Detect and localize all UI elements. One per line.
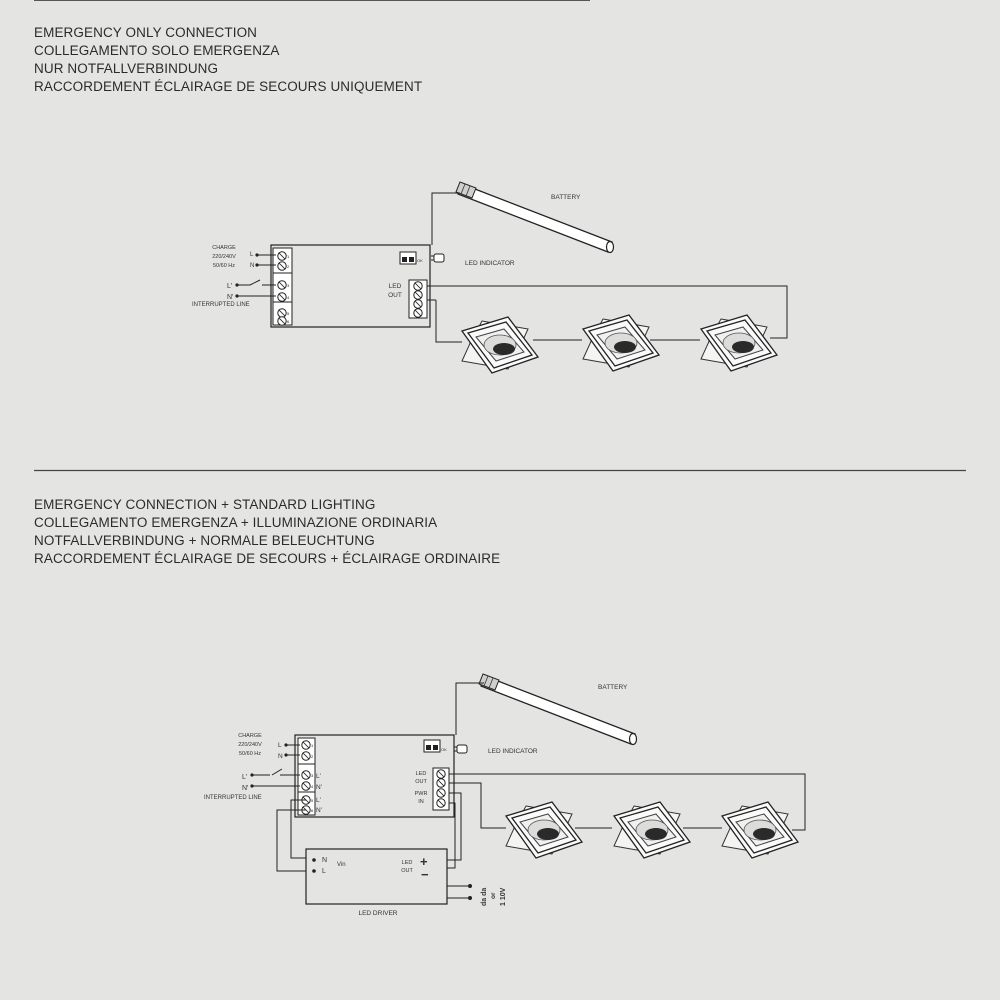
l-label: L xyxy=(250,252,254,258)
l-label-2: L xyxy=(278,742,282,749)
voltage-label-2: 220/240V xyxy=(238,742,262,748)
driver-wire-plus xyxy=(447,792,462,861)
terminal-number: 6 xyxy=(287,319,290,324)
driver-wire-minus xyxy=(447,802,456,869)
ok-label: OK xyxy=(417,258,423,263)
frequency-label-2: 50/60 Hz xyxy=(239,751,261,757)
spotlight-2 xyxy=(582,314,660,372)
led-out-wire-top-2 xyxy=(449,773,806,831)
n-prime-out-label-b: N' xyxy=(316,807,322,814)
section1-heading-en: EMERGENCY ONLY CONNECTION xyxy=(34,25,258,40)
section1-heading-de: NUR NOTFALLVERBINDUNG xyxy=(34,61,219,76)
led-indicator-label-2: LED INDICATOR xyxy=(488,748,538,755)
section2-heading-it: COLLEGAMENTO EMERGENZA + ILLUMINAZIONE O… xyxy=(34,515,438,530)
n-prime-label-2: N' xyxy=(242,785,248,792)
terminal-number: 4 xyxy=(311,784,314,789)
terminal-number: 6 xyxy=(311,808,314,813)
section1-heading: EMERGENCY ONLY CONNECTION COLLEGAMENTO S… xyxy=(34,24,422,96)
terminal-number: 4 xyxy=(287,295,290,300)
led-indicator-2 xyxy=(456,744,468,754)
section2-heading: EMERGENCY CONNECTION + STANDARD LIGHTING… xyxy=(34,496,500,568)
l-prime-out-label-b: L' xyxy=(316,797,321,804)
section1-heading-it: COLLEGAMENTO SOLO EMERGENZA xyxy=(34,43,280,58)
section2-heading-de: NOTFALLVERBINDUNG + NORMALE BELEUCHTUNG xyxy=(34,533,375,548)
battery-wire xyxy=(431,192,460,245)
spotlight-2-1 xyxy=(505,801,583,859)
in-label: IN xyxy=(418,799,424,805)
section2-heading-fr: RACCORDEMENT ÉCLAIRAGE DE SECOURS + ÉCLA… xyxy=(34,551,501,566)
driver-wire-l xyxy=(276,809,306,872)
battery xyxy=(455,181,615,254)
spotlight-2-3 xyxy=(721,801,799,859)
charge-label: CHARGE xyxy=(212,245,236,251)
terminal-number: 5 xyxy=(287,311,290,316)
voltage-label: 220/240V xyxy=(212,254,236,260)
l-prime-label: L' xyxy=(227,283,232,290)
n-label: N xyxy=(250,263,254,269)
driver-plus-label: + xyxy=(420,854,428,869)
led-driver xyxy=(305,848,448,905)
n-label-2: N xyxy=(278,753,283,760)
l-prime-label-2: L' xyxy=(242,774,247,781)
led-out-label-2: OUT xyxy=(388,292,402,299)
driver-l-label: L xyxy=(322,868,326,875)
spotlight-3 xyxy=(700,314,778,372)
spotlight-1 xyxy=(461,316,539,374)
dim-range-label: 1 10V xyxy=(500,887,507,906)
terminal-number: 1 xyxy=(287,254,290,259)
led-out-label-2b: OUT xyxy=(415,779,427,785)
interrupted-line-label: INTERRUPTED LINE xyxy=(192,302,250,308)
vin-label: Vin xyxy=(337,862,346,868)
terminal-number: 3 xyxy=(287,283,290,288)
n-prime-label: N' xyxy=(227,294,233,301)
driver-out-label: OUT xyxy=(401,868,413,874)
driver-n-label: N xyxy=(322,857,327,864)
n-prime-out-label: N' xyxy=(316,784,322,791)
section1-heading-fr: RACCORDEMENT ÉCLAIRAGE DE SECOURS UNIQUE… xyxy=(34,79,423,94)
led-out-wire-bottom-2 xyxy=(449,782,506,829)
frequency-label: 50/60 Hz xyxy=(213,263,235,269)
terminal-number: 5 xyxy=(311,798,314,803)
dimming-label: da da or 1 10V xyxy=(481,887,507,906)
led-out-wire-bottom xyxy=(435,300,462,343)
interrupted-line-label-2: INTERRUPTED LINE xyxy=(204,795,262,801)
diagram-emergency-standard: CHARGE 220/240V 50/60 Hz L N L' N' INTER… xyxy=(204,673,806,917)
led-indicator xyxy=(433,253,445,263)
led-out-label: LED xyxy=(389,283,402,290)
led-indicator-label: LED INDICATOR xyxy=(465,260,515,267)
terminal-number: 2 xyxy=(287,264,290,269)
section2-heading-en: EMERGENCY CONNECTION + STANDARD LIGHTING xyxy=(34,497,376,512)
driver-wire-n xyxy=(290,799,306,859)
pwr-label: PWR xyxy=(415,791,428,797)
emergency-module-2 xyxy=(294,734,455,818)
ok-label-2: OK xyxy=(441,747,447,752)
terminal-number: 2 xyxy=(311,754,314,759)
terminal-number: 1 xyxy=(311,743,314,748)
l-prime-out-label: L' xyxy=(316,773,321,780)
diagram-emergency-only: CHARGE 220/240V 50/60 Hz L N L' N' INTER… xyxy=(192,181,788,374)
terminal-number: 3 xyxy=(311,773,314,778)
spotlight-2-2 xyxy=(613,801,691,859)
battery-label-2: BATTERY xyxy=(598,684,628,691)
or-label: or xyxy=(490,892,497,899)
battery-wire-2 xyxy=(455,682,484,735)
led-out-wire-top xyxy=(427,285,788,339)
battery-label: BATTERY xyxy=(551,194,581,201)
dali-label: da da xyxy=(481,888,488,906)
led-driver-label: LED DRIVER xyxy=(358,910,397,917)
charge-label-2: CHARGE xyxy=(238,733,262,739)
driver-led-label: LED xyxy=(402,860,413,866)
driver-minus-label: − xyxy=(421,867,429,882)
led-out-label-2a: LED xyxy=(416,771,427,777)
